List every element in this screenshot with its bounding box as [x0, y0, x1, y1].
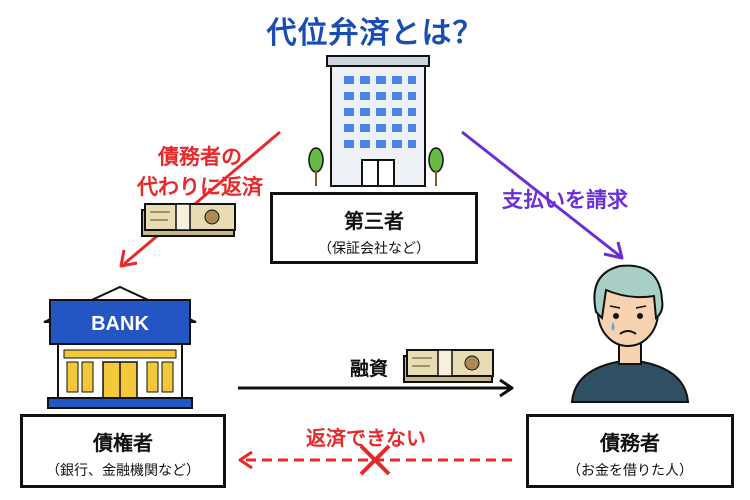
- repay-label-line1: 債務者の: [158, 145, 242, 169]
- building-icon: [308, 55, 444, 187]
- demand-label: 支払いを請求: [502, 188, 628, 212]
- person-icon: [570, 264, 690, 403]
- diagram-title: 代位弁済とは？: [266, 16, 484, 51]
- cannot-repay-label: 返済できない: [306, 426, 426, 450]
- loan-arrow: [238, 378, 514, 398]
- loan-label: 融資: [350, 358, 389, 380]
- bank-sign: BANK: [91, 313, 149, 335]
- repay-arrow: [119, 130, 281, 268]
- repay-label-line2: 代わりに返済: [137, 175, 263, 199]
- cannot-repay-arrow: [238, 450, 512, 470]
- creditor-note: （銀行、金融機関など）: [46, 463, 200, 479]
- third-party-box: 第三者 （保証会社など）: [270, 192, 478, 264]
- debtor-note: （お金を借りた人）: [567, 463, 693, 479]
- money-icon: [141, 203, 236, 237]
- creditor-box: 債権者 （銀行、金融機関など）: [20, 414, 226, 488]
- creditor-name: 債権者: [93, 431, 153, 455]
- cross-icon: [359, 444, 391, 476]
- third-party-name: 第三者: [344, 209, 404, 233]
- third-party-note: （保証会社など）: [318, 241, 430, 257]
- demand-arrow: [461, 130, 624, 260]
- bank-icon: BANK: [43, 285, 197, 409]
- debtor-box: 債務者 （お金を借りた人）: [526, 414, 734, 488]
- debtor-name: 債務者: [600, 431, 660, 455]
- money-icon: [403, 349, 494, 383]
- repay-label: 債務者の 代わりに返済: [120, 142, 280, 202]
